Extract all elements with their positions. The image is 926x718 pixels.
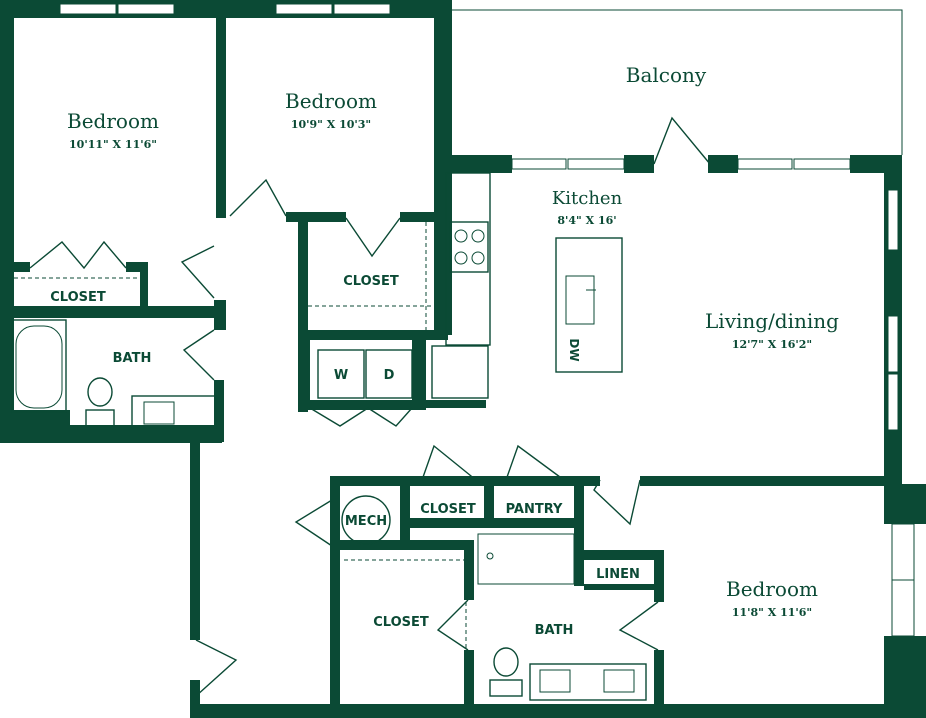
windows	[59, 3, 915, 637]
bath-2-label: BATH	[535, 623, 574, 638]
room-labels: Bedroom 10'11" X 11'6" Bedroom 10'9" X 1…	[67, 63, 839, 619]
mech-label: MECH	[345, 514, 387, 529]
balcony-outline	[450, 9, 903, 155]
bedroom-2-name: Bedroom	[285, 89, 377, 113]
bedroom-1-dims: 10'11" X 11'6"	[69, 138, 157, 151]
kitchen-dims: 8'4" X 16'	[557, 214, 616, 227]
doors	[29, 116, 711, 697]
closet-bed1-label: CLOSET	[50, 290, 106, 305]
kitchen-name: Kitchen	[552, 188, 623, 209]
dryer-label: D	[384, 368, 395, 383]
dishwasher-label: DW	[567, 338, 581, 361]
closet-bed2-label: CLOSET	[343, 274, 399, 289]
bedroom-1-name: Bedroom	[67, 109, 159, 133]
area-tags: CLOSET BATH CLOSET W D DW MECH CLOSET PA…	[50, 274, 640, 638]
balcony-name: Balcony	[626, 63, 707, 87]
living-dining-name: Living/dining	[705, 309, 839, 333]
closet-hall-label: CLOSET	[420, 502, 476, 517]
washer-label: W	[334, 368, 348, 383]
bedroom-3-name: Bedroom	[726, 577, 818, 601]
linen-label: LINEN	[596, 567, 640, 582]
pantry-label: PANTRY	[506, 502, 563, 517]
bedroom-2-dims: 10'9" X 10'3"	[291, 118, 371, 131]
bath-1-label: BATH	[113, 351, 152, 366]
closet-master-label: CLOSET	[373, 615, 429, 630]
bedroom-3-dims: 11'8" X 11'6"	[732, 606, 812, 619]
living-dining-dims: 12'7" X 16'2"	[732, 338, 812, 351]
fixtures	[11, 172, 647, 701]
